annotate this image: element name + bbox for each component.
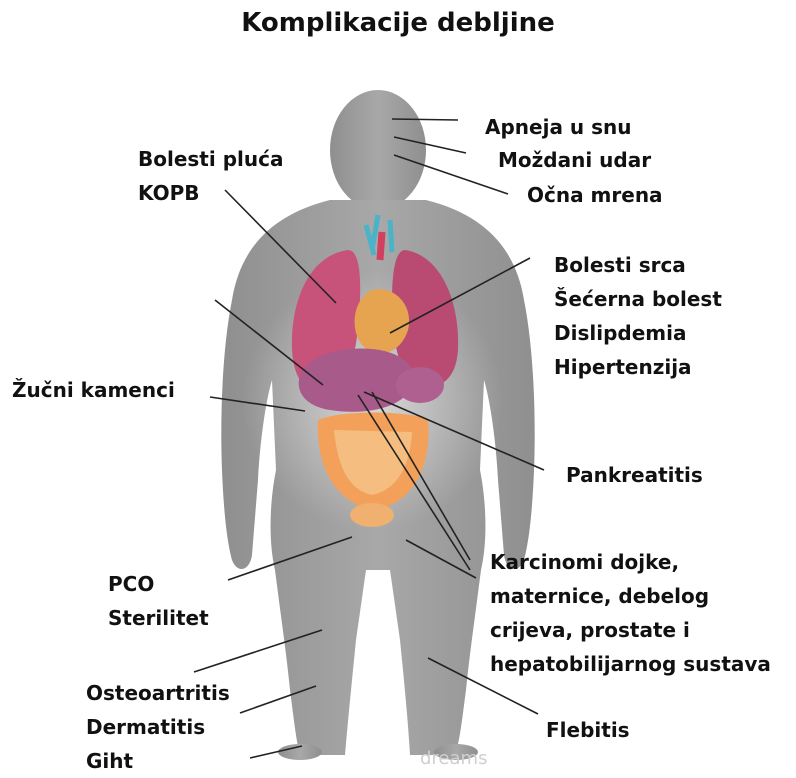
- label-group-cancer: Karcinomi dojke, maternice, debelog crij…: [490, 545, 771, 681]
- label-gallstones: Žučni kamenci: [12, 373, 175, 407]
- label-stroke: Moždani udar: [498, 143, 651, 177]
- label-pco: PCO: [108, 567, 209, 601]
- label-pancreatitis: Pankreatitis: [566, 458, 703, 492]
- label-group-lung: Bolesti pluća KOPB: [138, 142, 283, 210]
- label-cancer-line-4: hepatobilijarnog sustava: [490, 647, 771, 681]
- label-group-heart: Bolesti srca Šećerna bolest Dislipdemia …: [554, 248, 722, 384]
- label-gout: Giht: [86, 744, 230, 778]
- label-dermatitis: Dermatitis: [86, 710, 230, 744]
- label-cancer-line-3: crijeva, prostate i: [490, 613, 771, 647]
- label-dyslipidemia: Dislipdemia: [554, 316, 722, 350]
- label-group-pco: PCO Sterilitet: [108, 567, 209, 635]
- label-osteoarthritis: Osteoartritis: [86, 676, 230, 710]
- label-copd: KOPB: [138, 176, 283, 210]
- label-heart-disease: Bolesti srca: [554, 248, 722, 282]
- label-lung-disease: Bolesti pluća: [138, 142, 283, 176]
- label-sterility: Sterilitet: [108, 601, 209, 635]
- watermark: dreams: [420, 748, 487, 769]
- label-cancer-line-1: Karcinomi dojke,: [490, 545, 771, 579]
- label-cancer-line-2: maternice, debelog: [490, 579, 771, 613]
- label-group-joints: Osteoartritis Dermatitis Giht: [86, 676, 230, 778]
- label-diabetes: Šećerna bolest: [554, 282, 722, 316]
- label-phlebitis: Flebitis: [546, 713, 630, 747]
- bladder-shape: [350, 503, 394, 527]
- label-apnea: Apneja u snu: [485, 110, 632, 144]
- label-hypertension: Hipertenzija: [554, 350, 722, 384]
- label-cataract: Očna mrena: [527, 178, 663, 212]
- stomach-shape: [396, 367, 444, 403]
